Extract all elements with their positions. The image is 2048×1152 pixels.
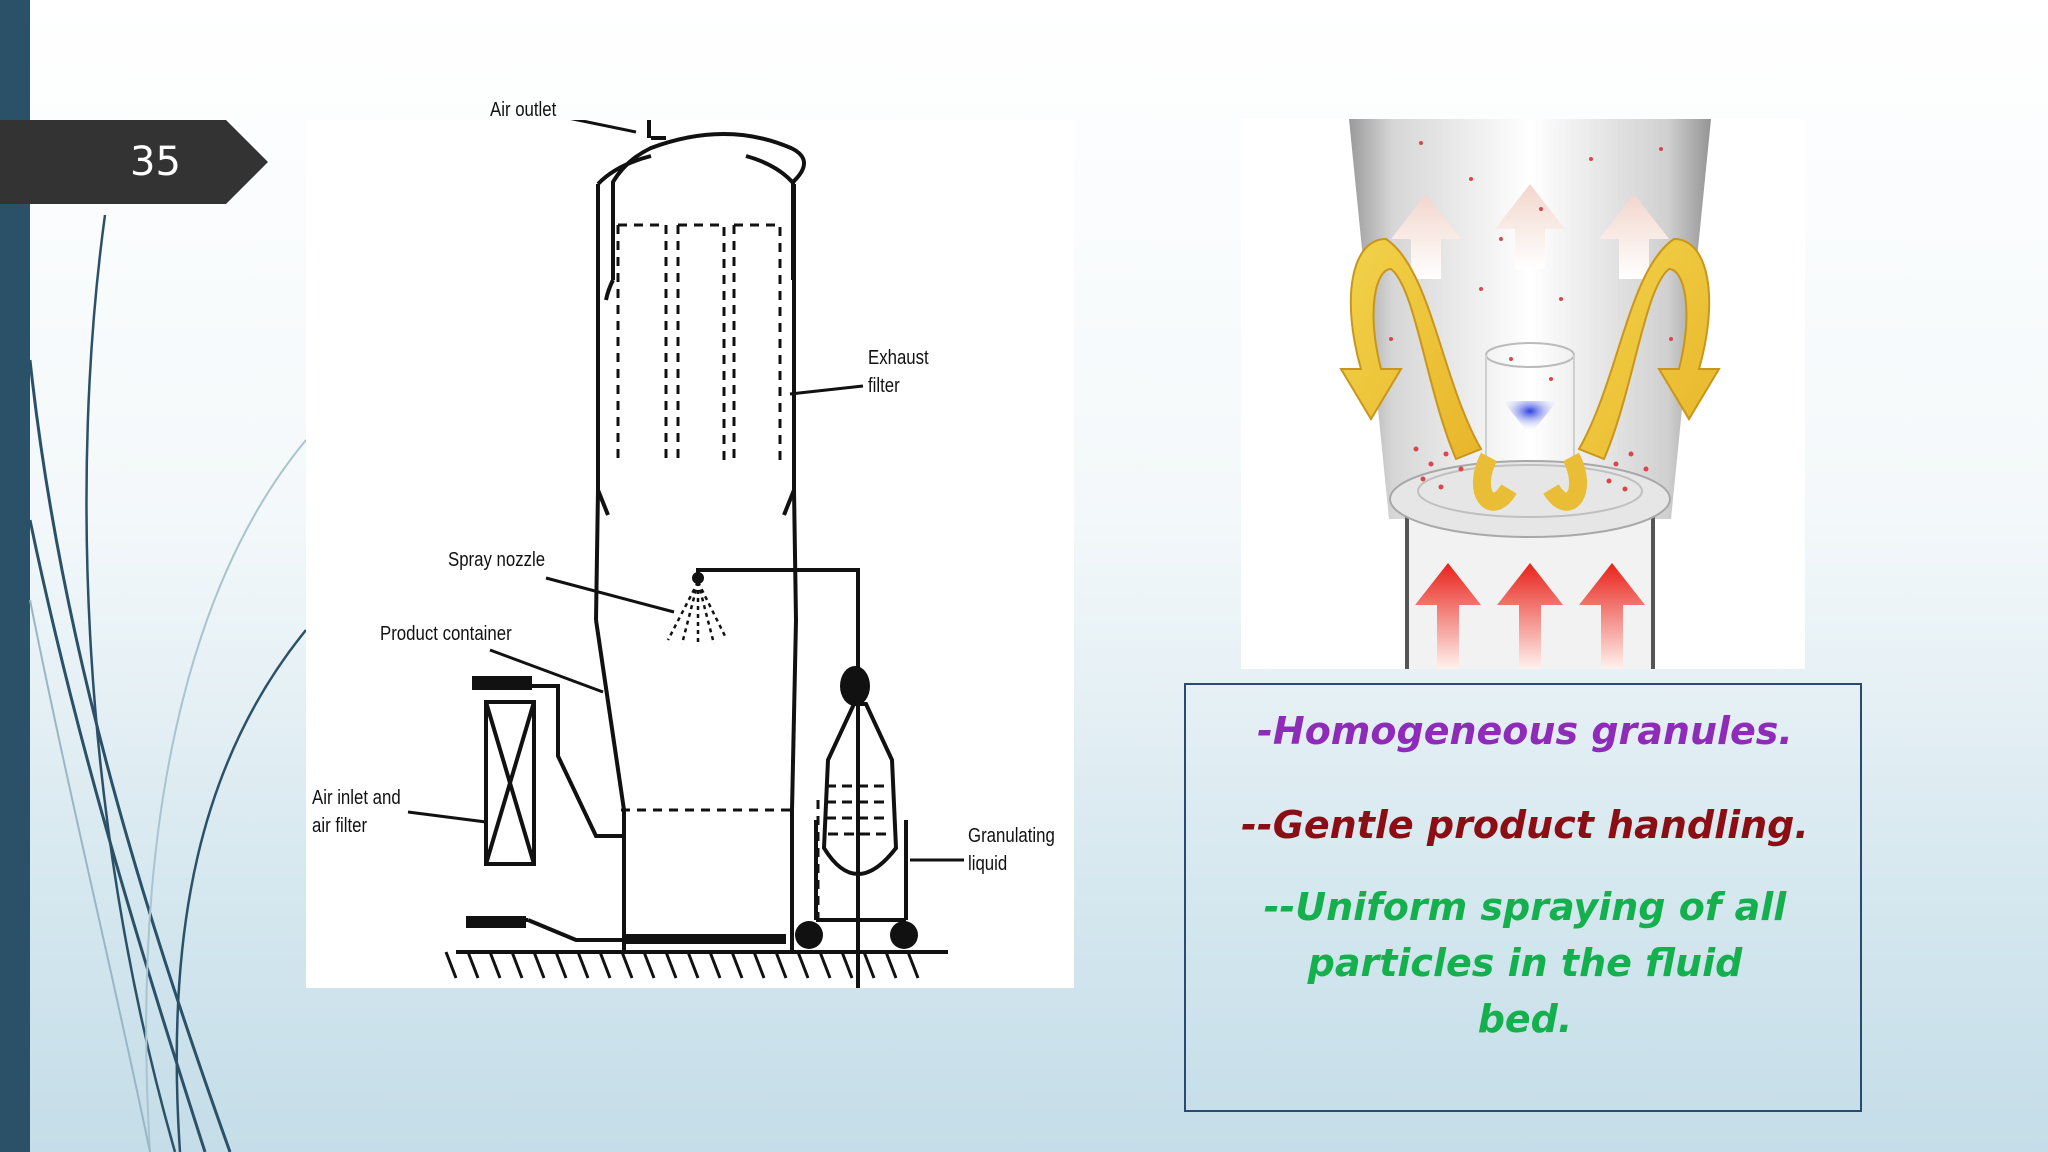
- label-product-container: Product container: [380, 623, 512, 645]
- fluid-bed-illustration: [1241, 119, 1805, 669]
- label-spray-nozzle: Spray nozzle: [448, 549, 546, 571]
- granulator-diagram-drawing: [407, 120, 964, 988]
- bullet-uniform-spraying: --Uniform spraying of all particles in t…: [1263, 885, 1787, 1041]
- label-air-outlet: Air outlet: [490, 99, 557, 121]
- label-granulating-liquid: Granulating liquid: [968, 825, 1055, 875]
- page-number: 35: [130, 139, 181, 185]
- label-exhaust-filter: Exhaust filter: [868, 347, 929, 397]
- fluid-bed-illustration-drawing: [1339, 119, 1721, 669]
- page-number-badge: [0, 120, 268, 204]
- advantages-box: -Homogeneous granules. --Gentle product …: [1184, 683, 1862, 1112]
- bullet-gentle-handling: --Gentle product handling.: [1241, 803, 1809, 847]
- label-air-inlet: Air inlet and air filter: [312, 787, 401, 837]
- bullet-homogeneous-granules: -Homogeneous granules.: [1257, 709, 1793, 753]
- granulator-diagram: [306, 120, 1074, 988]
